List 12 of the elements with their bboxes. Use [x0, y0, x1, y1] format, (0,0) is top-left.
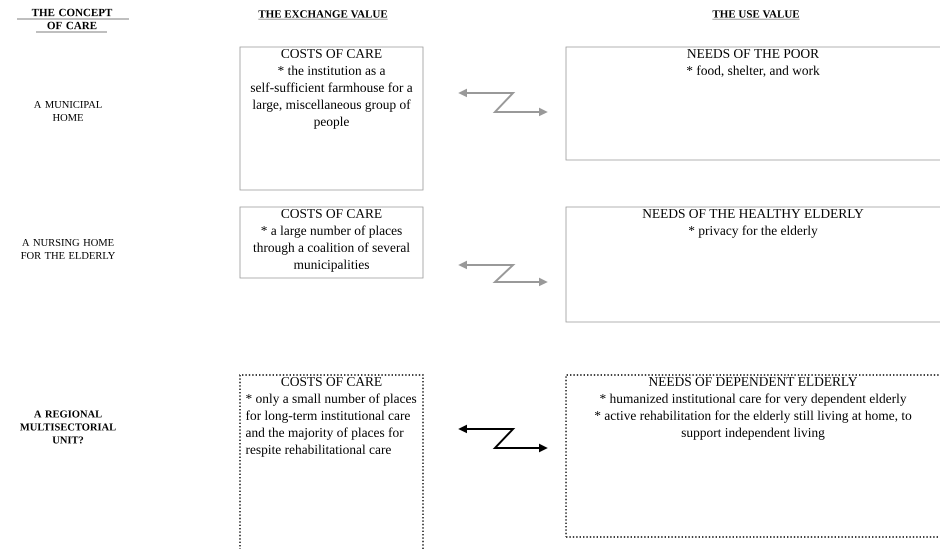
column-heading: THE EXCHANGE VALUE [258, 10, 388, 20]
text-box: NEEDS OF THE POOR * food, shelter, and work [566, 46, 940, 160]
column-heading: THE CONCEPT OF CARE [16, 8, 130, 32]
row-label: A REGIONAL MULTISECTORIAL UNIT? [20, 410, 116, 444]
text-box: COSTS OF CARE * a large number of places through a coalition of several municipalities [240, 206, 424, 278]
row-label: A NURSING HOME FOR THE ELDERLY [21, 238, 116, 260]
text-box: COSTS OF CARE * the institution as a self-sufficient farmhouse for a large, miscellaneous group of people [240, 46, 424, 190]
text-box: NEEDS OF DEPENDENT ELDERLY * humanized institutional care for very dependent elderly * active rehabilitation for the elderly still living at home, to support independent living [565, 374, 940, 538]
row-label: A MUNICIPAL HOME [34, 100, 102, 122]
column-heading: THE USE VALUE [712, 10, 800, 20]
text-box: NEEDS OF THE HEALTHY ELDERLY * privacy for the elderly [566, 206, 940, 322]
text-box: COSTS OF CARE * only a small number of places for long-term institutional care and the majority of places for respite rehabilitational care [239, 374, 424, 549]
